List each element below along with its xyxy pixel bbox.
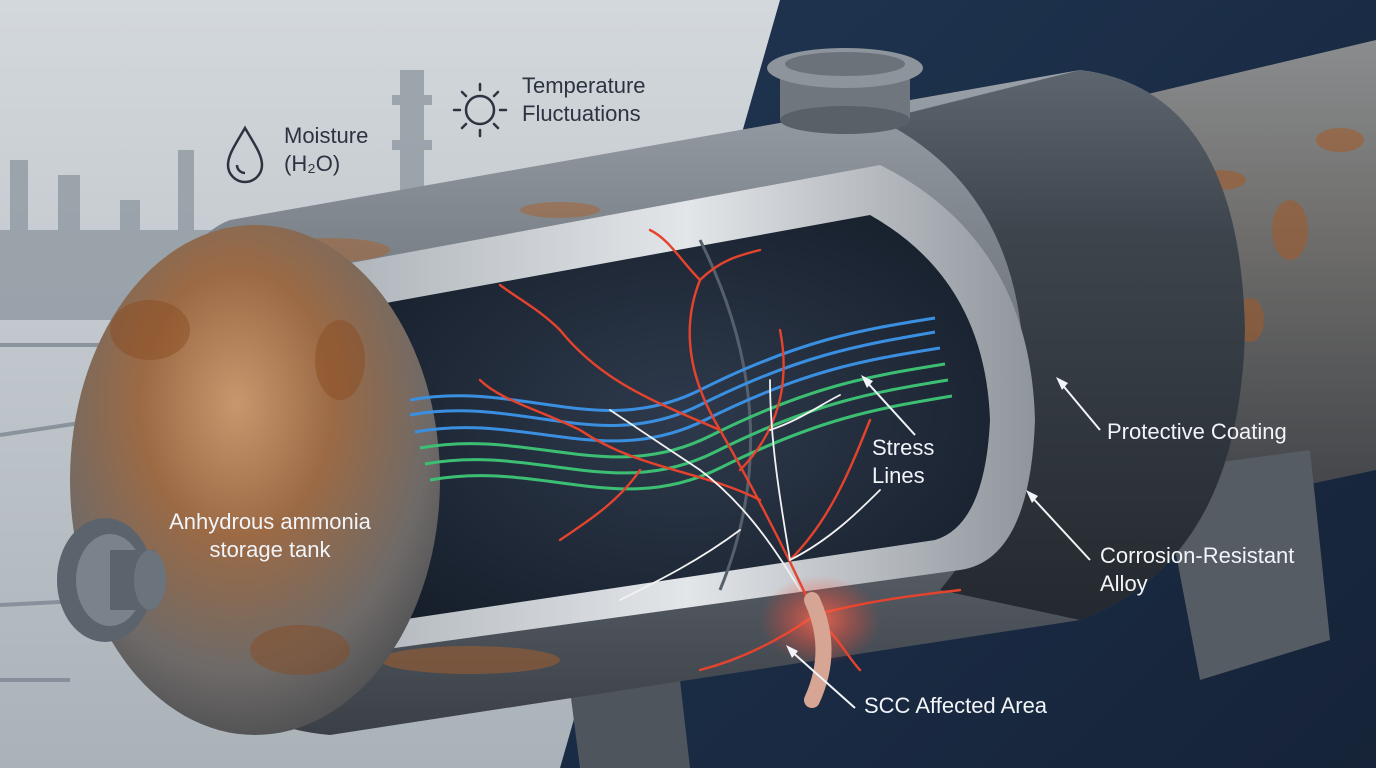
leader-arrowheads <box>786 375 1068 658</box>
moisture-label: Moisture (H₂O) <box>284 122 368 178</box>
stress-line <box>409 330 936 427</box>
end-flange <box>57 518 166 642</box>
moisture-label-line2: (H₂O) <box>284 151 341 176</box>
weld-seam <box>804 592 832 708</box>
tank-end-cap <box>70 225 440 735</box>
stress-leader <box>864 379 916 436</box>
alloy-label-line1: Corrosion-Resistant <box>1100 543 1295 568</box>
tank-label-line1: Anhydrous ammonia <box>169 509 371 534</box>
temperature-label-line2: Fluctuations <box>522 101 641 126</box>
coating-leader <box>1059 381 1101 431</box>
sun-icon <box>452 82 508 138</box>
end-cap-rust <box>110 300 365 675</box>
alloy-label: Corrosion-Resistant Alloy <box>1100 542 1294 598</box>
protective-coating-band <box>880 70 1245 620</box>
scc-leader <box>789 649 856 709</box>
scc-area-label: SCC Affected Area <box>864 692 1047 720</box>
alloy-label-line2: Alloy <box>1100 571 1148 596</box>
stress-lines-label: Stress Lines <box>872 434 934 490</box>
stress-line <box>419 362 946 459</box>
protective-coating-label: Protective Coating <box>1107 418 1287 446</box>
stress-line <box>429 394 953 491</box>
tank-label: Anhydrous ammonia storage tank <box>150 508 390 564</box>
coating-label-line1: Protective Coating <box>1107 419 1287 444</box>
alloy-leader <box>1029 494 1091 561</box>
temperature-label: Temperature Fluctuations <box>522 72 646 128</box>
stress-label-line2: Lines <box>872 463 925 488</box>
stress-label-line1: Stress <box>872 435 935 460</box>
stress-line <box>414 346 941 443</box>
moisture-label-line1: Moisture <box>284 123 369 148</box>
tank-interior <box>374 215 990 620</box>
top-nozzle <box>767 48 923 134</box>
left-saddle <box>570 680 690 768</box>
scc-label-line1: SCC Affected Area <box>864 693 1048 718</box>
temperature-label-line1: Temperature <box>522 73 646 98</box>
water-drop-icon <box>226 125 264 184</box>
leader-lines <box>789 379 1101 709</box>
scc-microcracks <box>609 379 881 601</box>
tank-label-line2: storage tank <box>209 537 331 562</box>
